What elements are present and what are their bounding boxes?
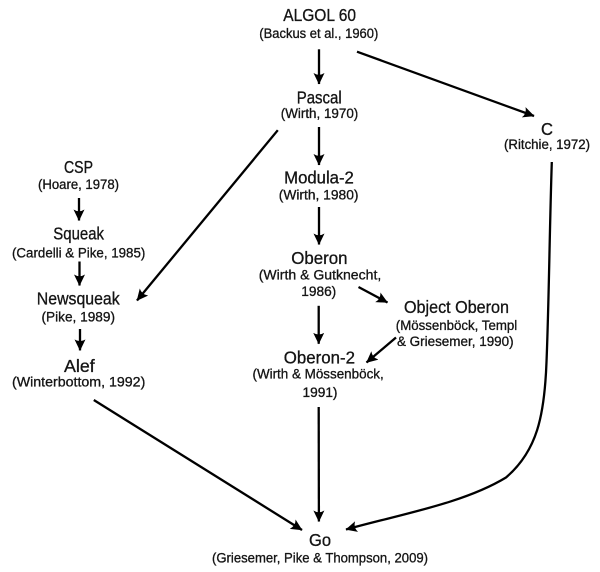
svg-text:Oberon-2: Oberon-2 xyxy=(284,348,355,368)
svg-text:CSP: CSP xyxy=(64,157,93,177)
svg-text:Go: Go xyxy=(309,530,331,550)
svg-text:1991): 1991) xyxy=(303,385,338,401)
svg-text:(Pike, 1989): (Pike, 1989) xyxy=(42,309,116,325)
svg-text:Object Oberon: Object Oberon xyxy=(404,297,509,317)
svg-text:(Ritchie, 1972): (Ritchie, 1972) xyxy=(504,137,590,153)
svg-text:C: C xyxy=(541,119,553,139)
svg-text:(Wirth & Gutknecht,: (Wirth & Gutknecht, xyxy=(259,268,382,284)
svg-text:(Cardelli & Pike, 1985): (Cardelli & Pike, 1985) xyxy=(12,246,145,262)
svg-text:1986): 1986) xyxy=(301,284,336,300)
svg-text:Modula-2: Modula-2 xyxy=(284,167,354,187)
svg-text:Squeak: Squeak xyxy=(53,223,104,243)
svg-text:(Wirth & Mössenböck,: (Wirth & Mössenböck, xyxy=(252,366,383,382)
svg-text:(Mössenböck, Templ: (Mössenböck, Templ xyxy=(396,318,517,334)
svg-text:(Wirth, 1970): (Wirth, 1970) xyxy=(281,106,359,122)
svg-text:(Griesemer, Pike & Thompson, 2: (Griesemer, Pike & Thompson, 2009) xyxy=(212,551,428,567)
svg-text:Oberon: Oberon xyxy=(291,248,347,268)
svg-text:Alef: Alef xyxy=(64,356,95,376)
svg-text:& Griesemer, 1990): & Griesemer, 1990) xyxy=(397,334,514,350)
svg-text:(Backus et al., 1960): (Backus et al., 1960) xyxy=(259,26,378,42)
svg-text:Pascal: Pascal xyxy=(297,88,342,108)
svg-text:Newsqueak: Newsqueak xyxy=(37,288,120,308)
svg-text:(Winterbottom, 1992): (Winterbottom, 1992) xyxy=(12,374,145,390)
svg-text:ALGOL 60: ALGOL 60 xyxy=(283,5,356,25)
svg-text:(Hoare, 1978): (Hoare, 1978) xyxy=(38,177,119,193)
svg-text:(Wirth, 1980): (Wirth, 1980) xyxy=(279,188,359,204)
